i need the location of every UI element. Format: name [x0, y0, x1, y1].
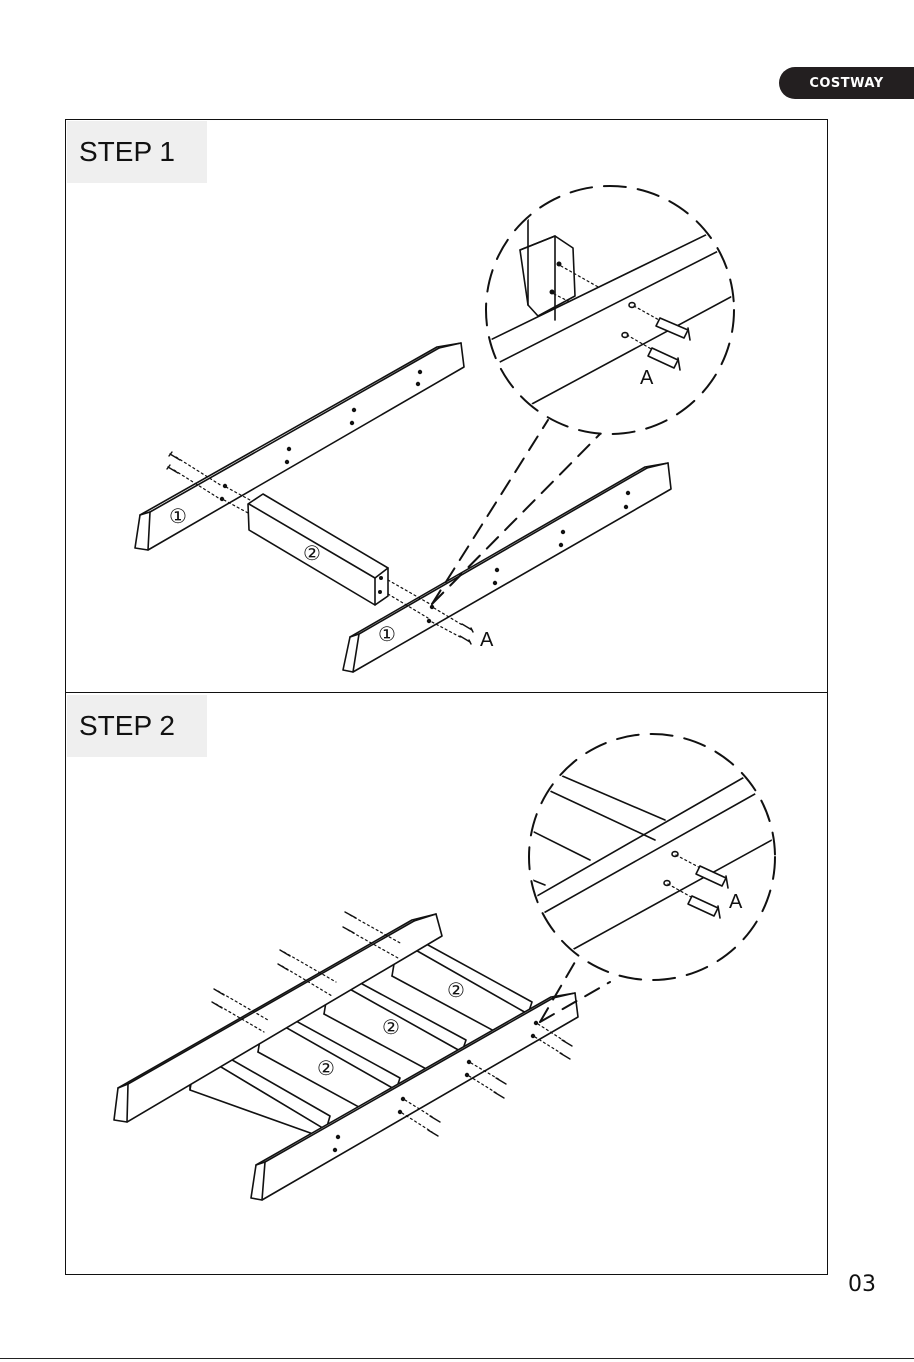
rung-mid-callout: ② — [382, 1017, 400, 1039]
step2-screw-a-label: A — [729, 891, 743, 913]
page-number: 03 — [848, 1272, 876, 1297]
rung-top-callout: ② — [447, 980, 465, 1002]
bottom-rule — [0, 1358, 914, 1359]
step2-zoom-circle — [529, 734, 775, 980]
rung-bottom-callout: ② — [317, 1058, 335, 1080]
